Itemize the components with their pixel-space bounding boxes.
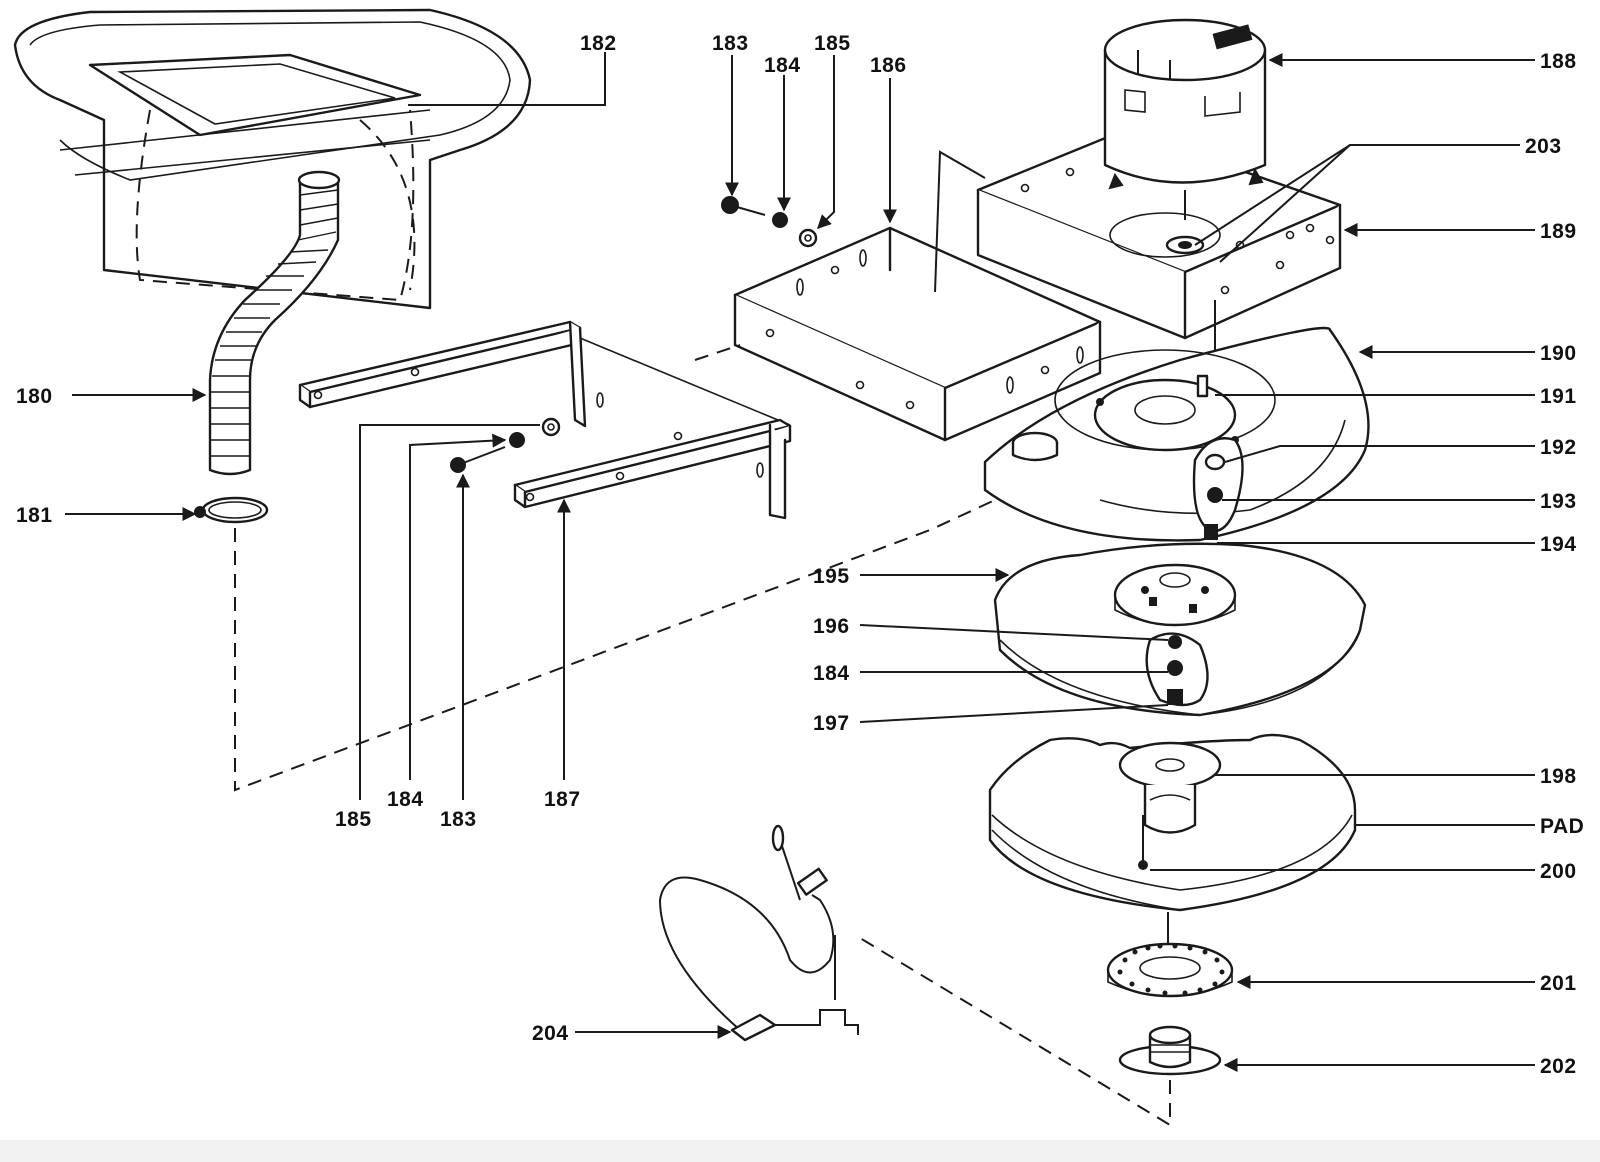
bracket-186 [733,226,1102,442]
callout-183-bottom: 183 [440,808,477,831]
hardware-lower [450,417,561,473]
guide-line-upper [934,150,986,293]
callout-201: 201 [1540,972,1577,995]
callout-pad: PAD [1540,815,1584,838]
bracket-187 [298,320,792,520]
callout-184-mid: 184 [813,662,850,685]
assembly-line-hose [234,469,1061,792]
callout-187: 187 [544,788,581,811]
pad-driver-198 [988,733,1357,912]
hardware-196-197 [1145,632,1209,707]
callout-189: 189 [1540,220,1577,243]
callout-204: 204 [532,1022,569,1045]
callout-185-bottom: 185 [335,808,372,831]
bottom-margin-strip [0,1140,1600,1162]
callout-202: 202 [1540,1055,1577,1078]
leader-lines [65,52,1535,1072]
callout-184-top: 184 [764,54,801,77]
callout-181: 181 [16,504,53,527]
hardware-upper [721,196,818,248]
riser-ring-201 [1106,942,1234,998]
callout-183-top: 183 [712,32,749,55]
callout-185-top: 185 [814,32,851,55]
callout-191: 191 [1540,385,1577,408]
callout-197: 197 [813,712,850,735]
callout-186: 186 [870,54,907,77]
callout-194: 194 [1540,533,1577,556]
callout-192: 192 [1540,436,1577,459]
tank-cover-182 [13,8,532,310]
callout-203: 203 [1525,135,1562,158]
assembly-line-upper [694,344,741,361]
centering-device-202 [1118,1025,1222,1076]
hose-180 [208,170,341,476]
cord-204 [658,824,859,1042]
shroud-190 [983,326,1370,542]
callout-180: 180 [16,385,53,408]
callout-labels: 180 181 182 183 184 185 186 188 203 189 … [16,32,1584,1078]
motor-188 [1103,18,1267,255]
callout-193: 193 [1540,490,1577,513]
callout-184-bottom: 184 [387,788,424,811]
hose-clamp-181 [194,496,269,524]
callout-200: 200 [1540,860,1577,883]
callout-190: 190 [1540,342,1577,365]
callout-195: 195 [813,565,850,588]
callout-188: 188 [1540,50,1577,73]
callout-198: 198 [1540,765,1577,788]
callout-182: 182 [580,32,617,55]
callout-196: 196 [813,615,850,638]
